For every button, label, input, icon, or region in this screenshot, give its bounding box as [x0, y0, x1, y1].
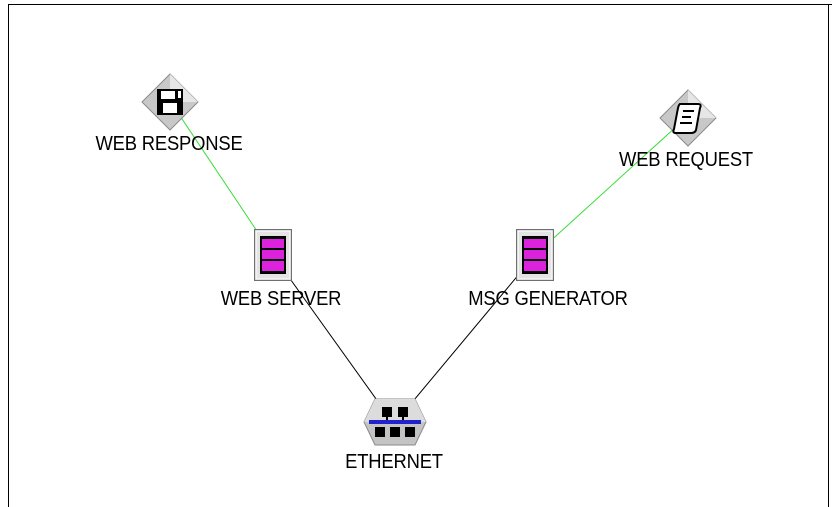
- link-web-request-msg-generator[interactable]: [534, 115, 689, 256]
- node-web-request[interactable]: [658, 88, 718, 148]
- floppy-disk-diamond-icon: [141, 73, 199, 131]
- network-hub-icon: [363, 398, 427, 446]
- node-label-web-response: WEB RESPONSE: [95, 133, 243, 155]
- server-stack-icon: [254, 229, 292, 281]
- node-label-msg-generator: MSG GENERATOR: [468, 288, 628, 310]
- node-label-ethernet: ETHERNET: [345, 451, 443, 473]
- node-web-response[interactable]: [140, 72, 200, 132]
- link-msg-generator-ethernet[interactable]: [393, 254, 536, 425]
- link-web-server-ethernet[interactable]: [272, 254, 395, 425]
- server-stack-icon: [516, 229, 554, 281]
- node-ethernet[interactable]: [363, 397, 427, 447]
- canvas-border-top: [8, 4, 832, 5]
- node-msg-generator[interactable]: [516, 229, 554, 281]
- script-diamond-icon: [659, 89, 717, 147]
- canvas-border-left: [8, 4, 9, 507]
- node-label-web-server: WEB SERVER: [220, 288, 342, 310]
- node-label-web-request: WEB REQUEST: [619, 149, 753, 171]
- node-web-server[interactable]: [254, 229, 292, 281]
- canvas-border-right: [828, 4, 829, 507]
